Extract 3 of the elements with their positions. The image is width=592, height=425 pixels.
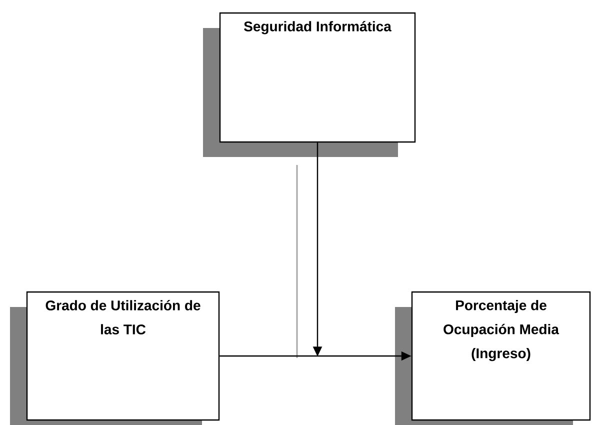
text-box: Seguridad Informática — [219, 12, 416, 143]
text-box: Porcentaje de Ocupación Media (Ingreso) — [411, 291, 591, 421]
text-box: Grado de Utilización de las TIC — [26, 291, 220, 421]
